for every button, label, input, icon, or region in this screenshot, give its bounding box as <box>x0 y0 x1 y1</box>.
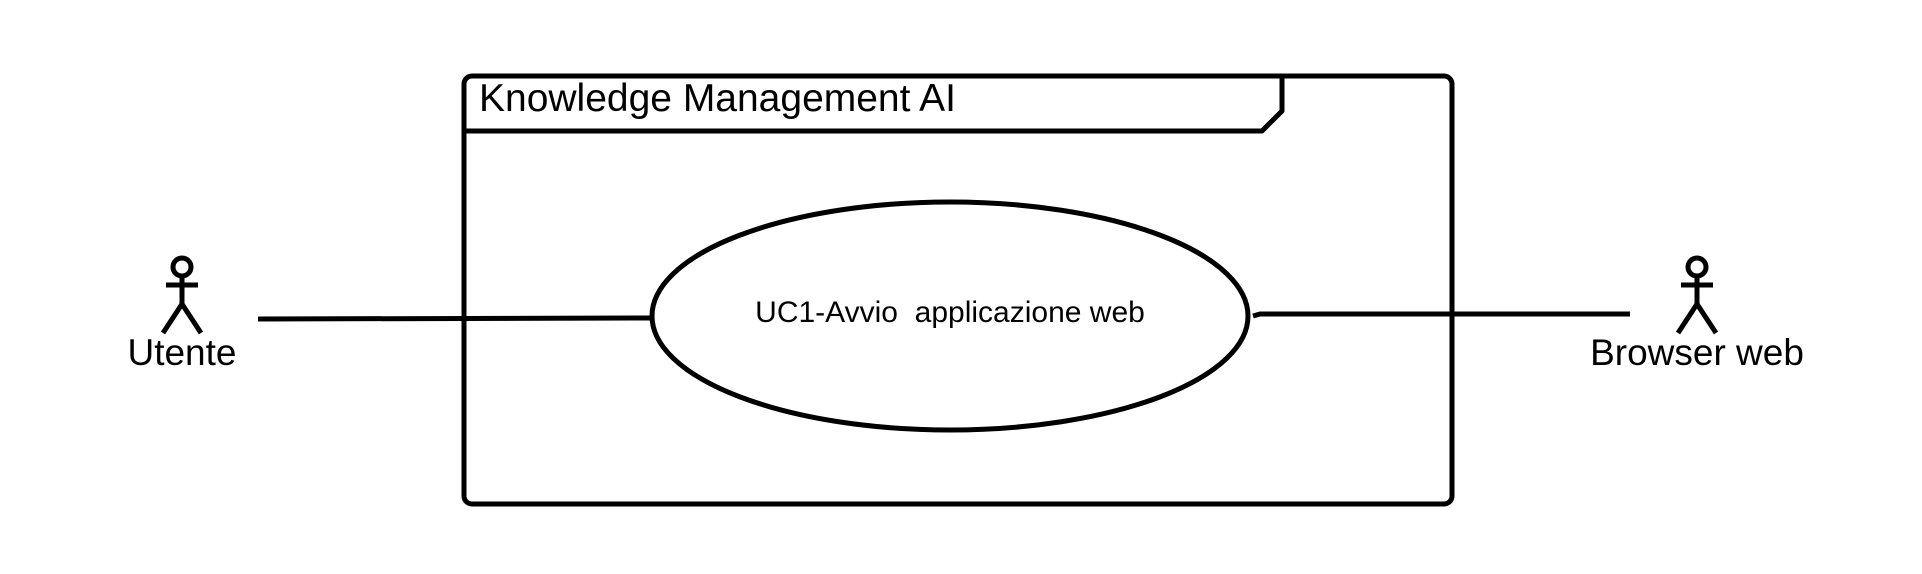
system-title-tab <box>464 76 1285 134</box>
actor-left-leg <box>1675 302 1700 335</box>
actor-browser-web: Browser web <box>1590 255 1804 373</box>
actor-utente: Utente <box>127 255 237 373</box>
system-boundary: Knowledge Management AI <box>461 73 1455 507</box>
system-title: Knowledge Management AI <box>479 77 956 120</box>
use-case: UC1-Avvio applicazione web <box>649 199 1251 433</box>
association-usecase-browser <box>1252 311 1630 319</box>
use-case-label: UC1-Avvio applicazione web <box>755 296 1145 329</box>
use-case-ellipse <box>649 199 1251 433</box>
stick-figure-icon <box>1675 255 1719 335</box>
actor-left-leg <box>160 302 185 335</box>
actor-utente-label: Utente <box>127 332 236 373</box>
system-boundary-frame <box>461 73 1455 507</box>
actor-browser-web-label: Browser web <box>1590 332 1804 373</box>
actor-right-leg <box>1694 302 1719 335</box>
actor-right-leg <box>179 302 204 335</box>
actor-head <box>1685 255 1709 279</box>
actor-head <box>170 255 194 279</box>
association-utente-usecase <box>257 315 653 322</box>
stick-figure-icon <box>160 255 204 335</box>
